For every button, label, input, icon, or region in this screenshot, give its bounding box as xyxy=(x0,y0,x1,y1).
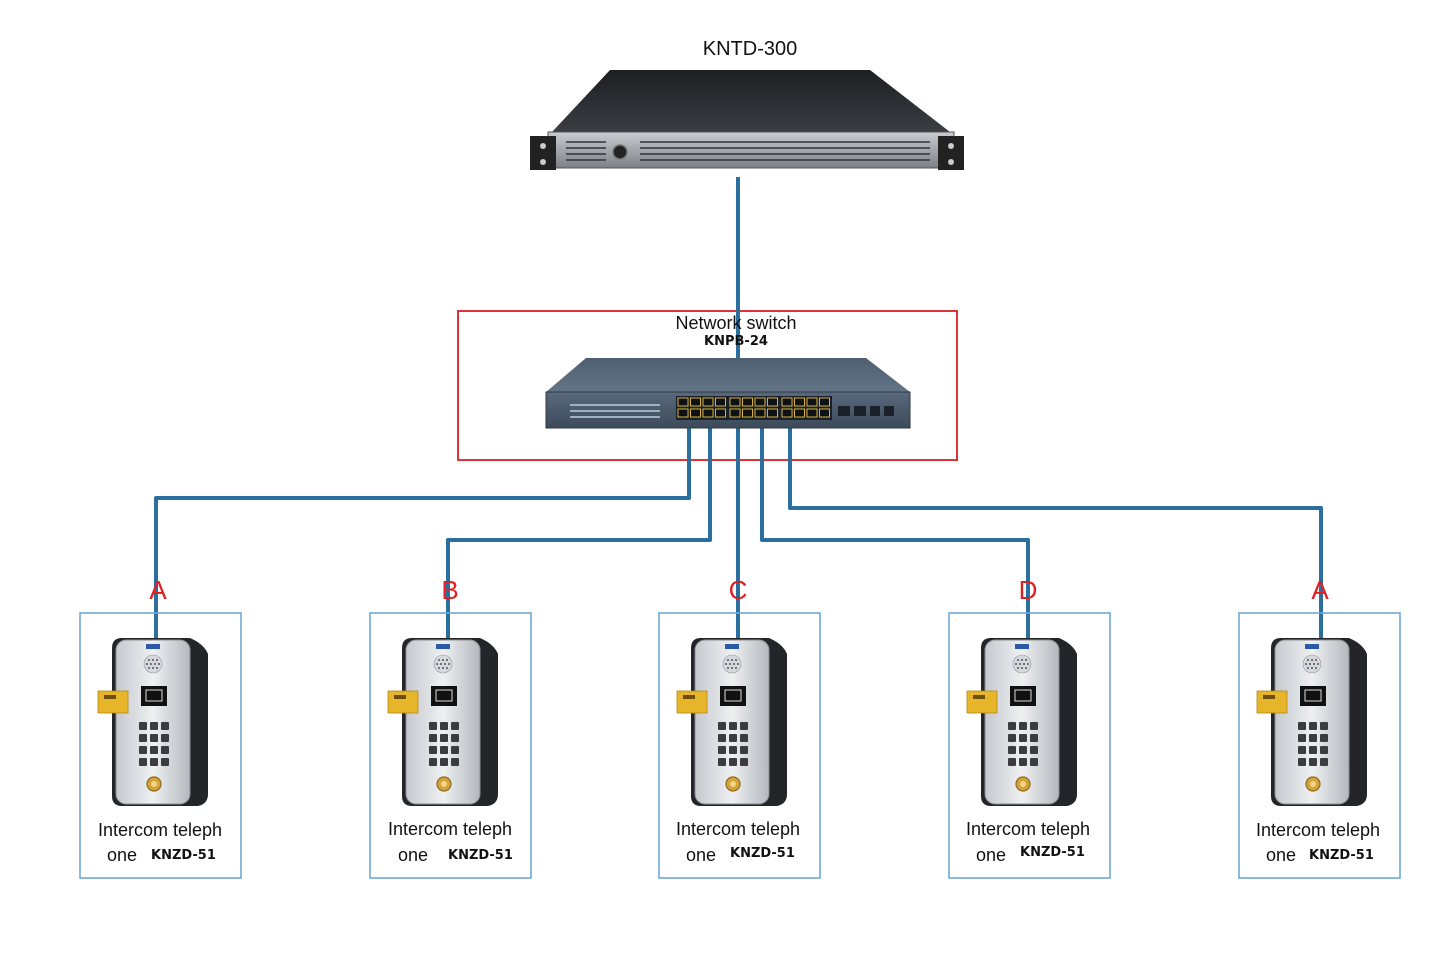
cable-port-a-left xyxy=(154,420,691,640)
device-name2-5: one xyxy=(1266,845,1297,865)
device-name2-2: one xyxy=(398,845,429,865)
server-kntd-300 xyxy=(530,70,964,170)
device-name2-4: one xyxy=(976,845,1007,865)
switch-port-24 xyxy=(819,408,830,418)
device-frame-1 xyxy=(79,612,242,879)
device-name-1: Intercom teleph xyxy=(97,820,223,840)
switch-port-7 xyxy=(702,408,714,418)
switch-port-12 xyxy=(767,397,778,407)
intercom-telephone-5 xyxy=(1256,637,1368,807)
switch-port-2 xyxy=(690,397,701,407)
switch-port-1 xyxy=(677,397,689,407)
switch-port-18 xyxy=(794,397,805,407)
intercom-telephone-2 xyxy=(387,637,499,807)
switch-port-20 xyxy=(819,397,830,407)
port-letter-d: D xyxy=(1018,575,1038,605)
switch-port-4 xyxy=(715,397,726,407)
device-model-3: KNZD-51 xyxy=(730,846,795,861)
intercom-telephone-4 xyxy=(966,637,1078,807)
intercom-telephone-3 xyxy=(676,637,788,807)
cable-port-a-right xyxy=(788,420,1323,640)
device-name2-1: one xyxy=(107,845,138,865)
switch-port-10 xyxy=(742,397,753,407)
cable-port-d xyxy=(760,420,1030,640)
switch-port-19 xyxy=(806,397,818,407)
device-name2-3: one xyxy=(686,845,717,865)
switch-port-21 xyxy=(781,408,793,418)
switch-port-8 xyxy=(715,408,726,418)
device-frame-2 xyxy=(369,612,532,879)
switch-ports xyxy=(677,397,830,418)
switch-frame xyxy=(457,310,958,461)
device-frame-4 xyxy=(948,612,1111,879)
intercom-devices xyxy=(79,612,1401,879)
device-frame-3 xyxy=(658,612,821,879)
switch-port-22 xyxy=(794,408,805,418)
switch-port-14 xyxy=(742,408,753,418)
device-name-2: Intercom teleph xyxy=(387,819,513,839)
device-model-5: KNZD-51 xyxy=(1309,848,1374,863)
switch-port-3 xyxy=(702,397,714,407)
cable-port-b xyxy=(446,420,712,640)
switch-knpb-24 xyxy=(545,358,911,429)
port-letter-b: B xyxy=(441,575,459,605)
switch-port-15 xyxy=(754,408,766,418)
device-name-3: Intercom teleph xyxy=(675,819,801,839)
device-model-1: KNZD-51 xyxy=(151,848,216,863)
switch-port-16 xyxy=(767,408,778,418)
server-title: KNTD-300 xyxy=(702,38,798,60)
device-name-5: Intercom teleph xyxy=(1255,820,1381,840)
device-frame-5 xyxy=(1238,612,1401,879)
switch-port-11 xyxy=(754,397,766,407)
port-letter-c: C xyxy=(728,575,748,605)
switch-port-23 xyxy=(806,408,818,418)
device-model-2: KNZD-51 xyxy=(448,848,513,863)
switch-port-9 xyxy=(729,397,741,407)
switch-port-17 xyxy=(781,397,793,407)
device-name-4: Intercom teleph xyxy=(965,819,1091,839)
switch-port-5 xyxy=(677,408,689,418)
port-letter-a-right: A xyxy=(1311,575,1329,605)
device-model-4: KNZD-51 xyxy=(1020,845,1085,860)
switch-model: KNPB-24 xyxy=(704,334,768,349)
switch-port-13 xyxy=(729,408,741,418)
switch-port-6 xyxy=(690,408,701,418)
intercom-telephone-1 xyxy=(97,637,209,807)
switch-title: Network switch xyxy=(675,313,797,333)
port-letter-a-left: A xyxy=(149,575,167,605)
